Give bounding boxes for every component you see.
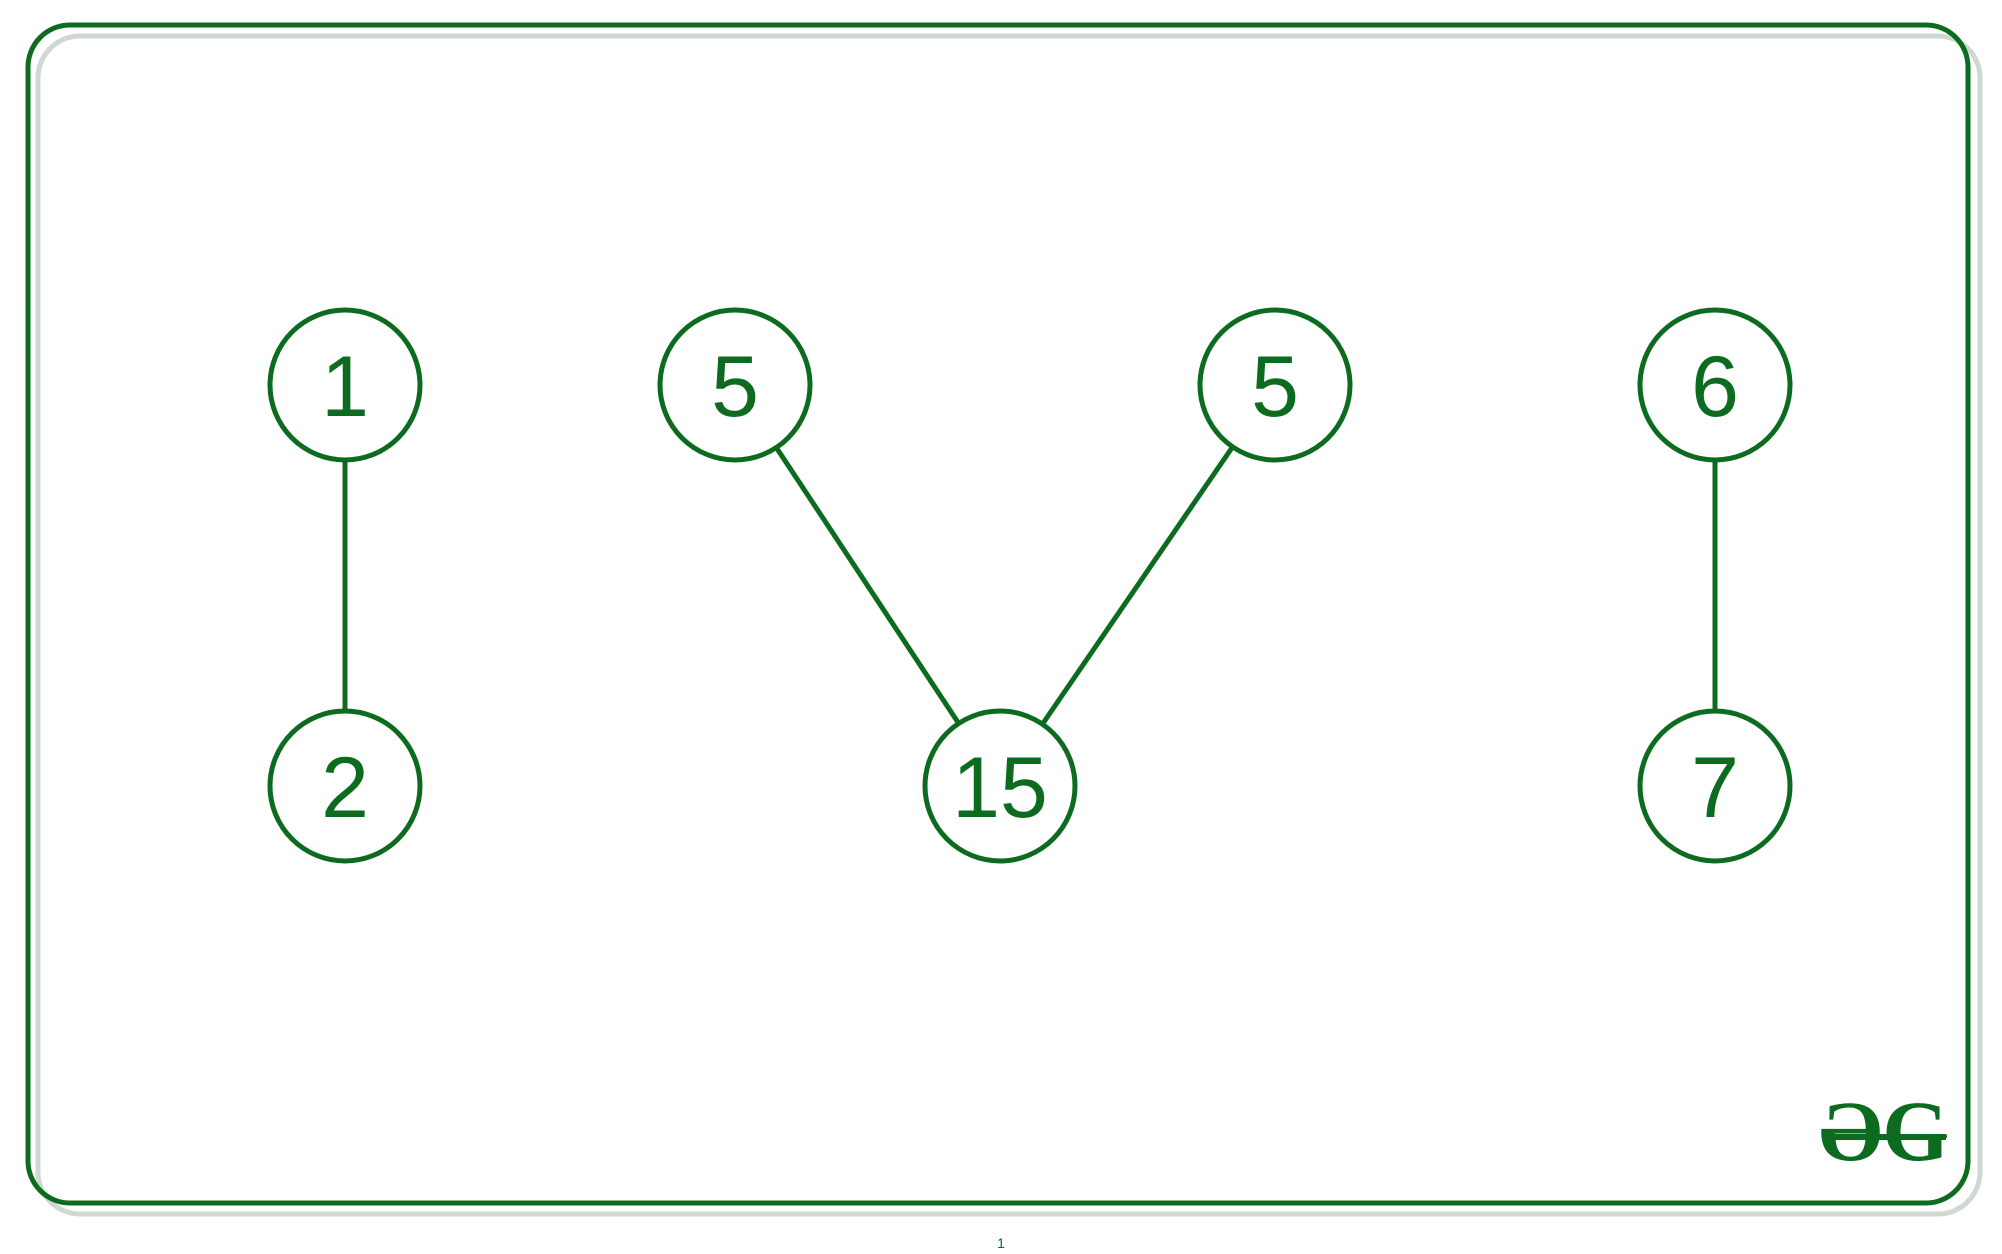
node-n5b: 5	[1197, 307, 1353, 463]
node-n15: 15	[922, 708, 1078, 864]
geeksforgeeks-logo-icon: ƏG	[1819, 1083, 1949, 1179]
edge-n5b-n15	[1040, 445, 1235, 726]
node-circle	[1637, 708, 1793, 864]
nodes-layer: 1 2 5 5 15 6 7	[267, 307, 1793, 864]
node-label: 5	[711, 339, 759, 435]
node-circle	[1637, 307, 1793, 463]
node-label: 7	[1691, 740, 1739, 836]
node-circle	[1197, 307, 1353, 463]
edge-n5a-n15	[774, 446, 961, 725]
node-label: 5	[1251, 339, 1299, 435]
edges-layer	[342, 445, 1718, 726]
node-label: 15	[952, 740, 1048, 836]
node-circle	[922, 708, 1078, 864]
node-n5a: 5	[657, 307, 813, 463]
node-n1: 1	[267, 307, 423, 463]
frame-border	[25, 22, 1971, 1206]
frame-shadow	[35, 33, 1983, 1217]
node-n7: 7	[1637, 708, 1793, 864]
node-label: 1	[321, 339, 369, 435]
logo-text: ƏG	[1819, 1083, 1949, 1179]
node-circle	[267, 307, 423, 463]
node-n6: 6	[1637, 307, 1793, 463]
page-number: 1	[997, 1235, 1005, 1251]
node-n2: 2	[267, 708, 423, 864]
node-circle	[267, 708, 423, 864]
node-label: 6	[1691, 339, 1739, 435]
node-circle	[657, 307, 813, 463]
node-label: 2	[321, 740, 369, 836]
